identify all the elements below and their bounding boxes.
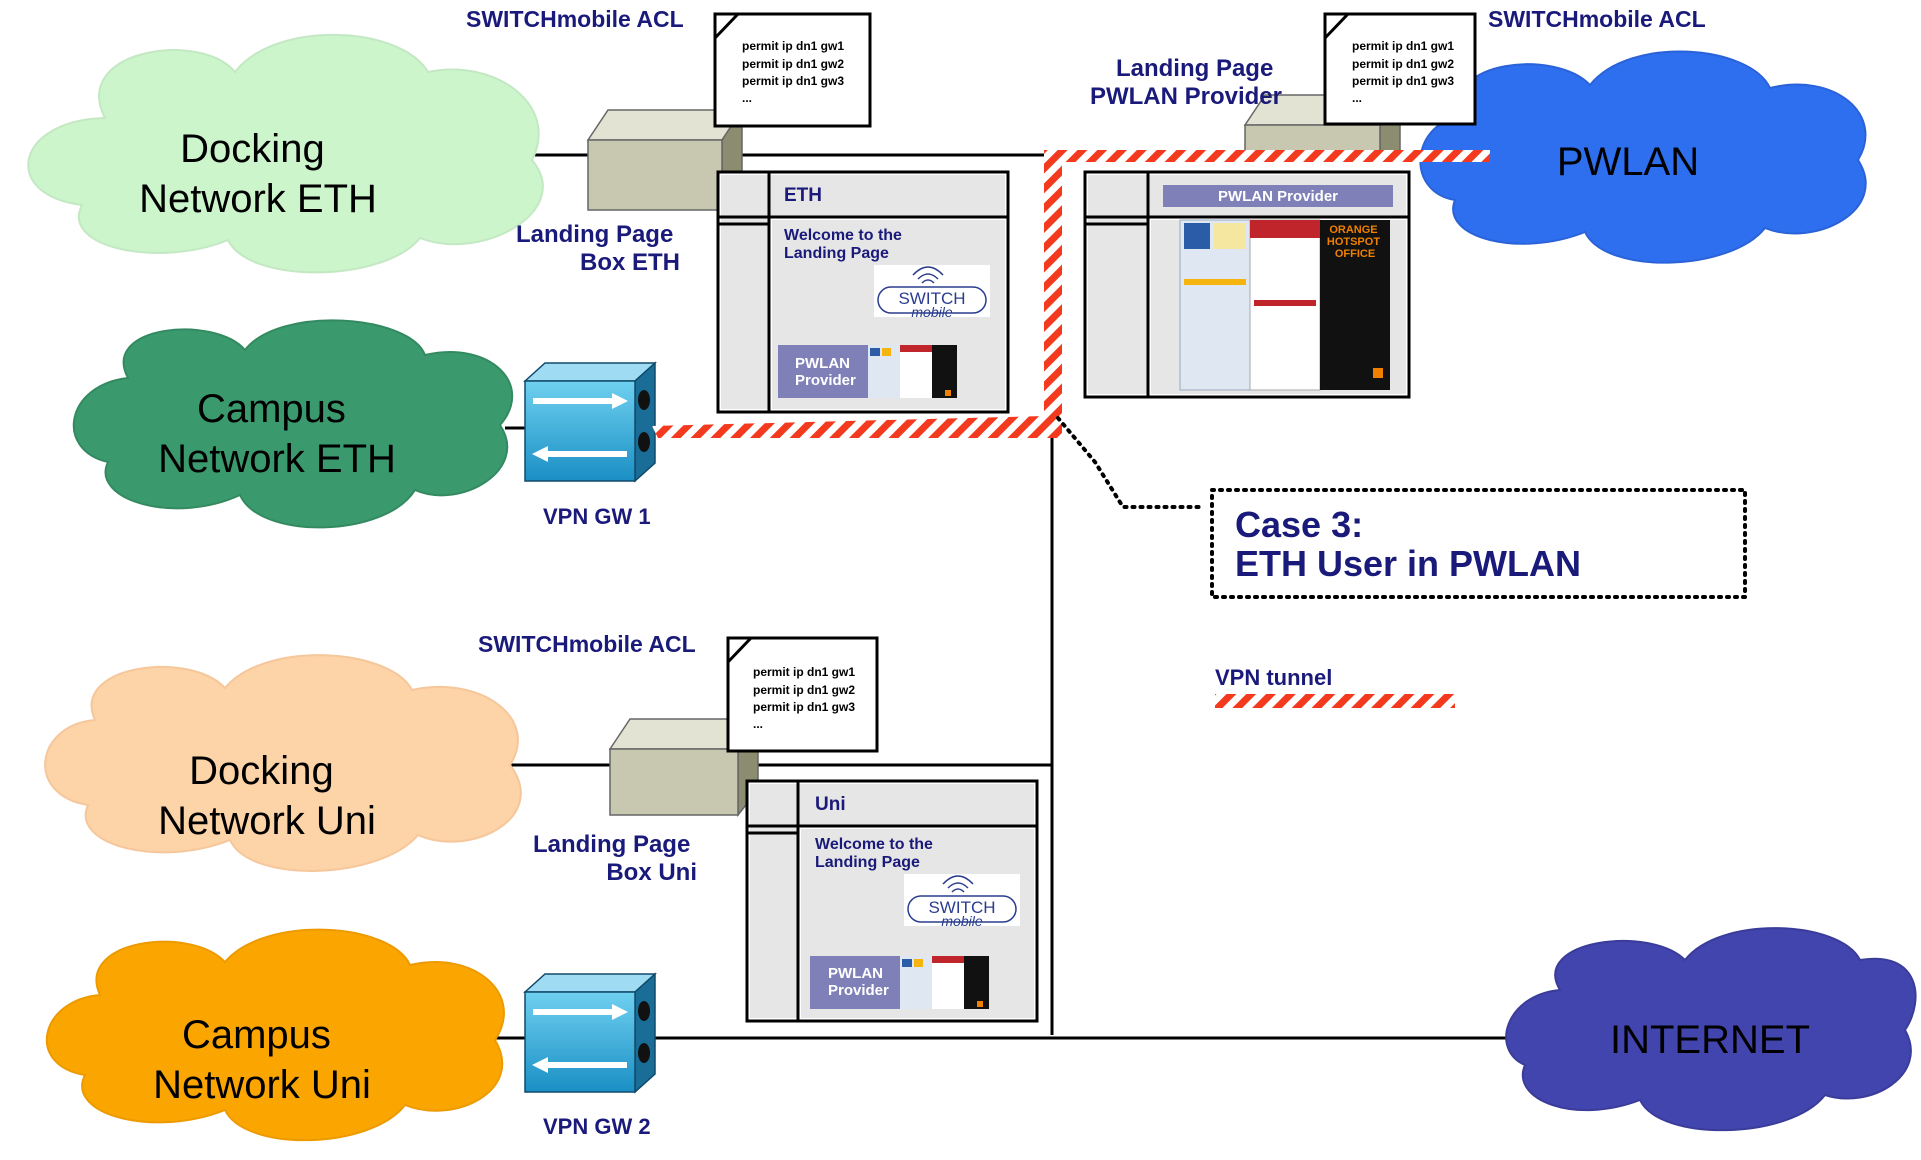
cloud-docking-uni: Docking Network Uni (44, 654, 522, 872)
landing-page-eth-title: ETH (784, 185, 822, 206)
acl-eth-lines: permit ip dn1 gw1 permit ip dn1 gw2 perm… (742, 39, 847, 105)
legend-vpn-tunnel-swatch (1215, 694, 1455, 708)
thumbnail-orange-text: ORANGE HOTSPOT OFFICE (1327, 224, 1383, 260)
provider-thumbnail-uni (900, 956, 989, 1009)
landing-page-box-eth (586, 107, 744, 213)
cloud-internet-label: INTERNET (1610, 1018, 1810, 1062)
cloud-campus-eth: Campus Network ETH (72, 319, 514, 529)
label-landing-box-eth: Landing Page Box ETH (516, 221, 680, 276)
acl-title-pwlan: SWITCHmobile ACL (1488, 6, 1706, 32)
cloud-pwlan: PWLAN (1419, 50, 1867, 264)
landing-page-uni-welcome: Welcome to the Landing Page (815, 836, 937, 871)
vpn-gw2-label: VPN GW 2 (543, 1114, 651, 1139)
cloud-docking-uni-label: Docking Network Uni (158, 749, 376, 843)
legend-vpn-tunnel-label: VPN tunnel (1215, 665, 1332, 690)
cloud-docking-eth-label: Docking Network ETH (139, 127, 377, 221)
vpn-gateway-2 (523, 972, 657, 1094)
acl-title-uni: SWITCHmobile ACL (478, 631, 696, 657)
provider-screenshot: ORANGE HOTSPOT OFFICE (1179, 219, 1390, 391)
acl-document-eth: permit ip dn1 gw1 permit ip dn1 gw2 perm… (713, 12, 872, 128)
acl-pwlan-lines: permit ip dn1 gw1 permit ip dn1 gw2 perm… (1352, 39, 1457, 105)
acl-document-pwlan: permit ip dn1 gw1 permit ip dn1 gw2 perm… (1323, 12, 1477, 126)
case-callout-text: Case 3: ETH User in PWLAN (1235, 504, 1581, 584)
switch-mobile-logo: SWITCH mobile (874, 265, 990, 320)
acl-title-eth: SWITCHmobile ACL (466, 6, 684, 32)
cloud-campus-uni-label: Campus Network Uni (153, 1013, 371, 1107)
provider-thumbnail-eth (868, 345, 957, 398)
vpn-gw1-label: VPN GW 1 (543, 504, 651, 529)
cloud-pwlan-label: PWLAN (1557, 140, 1699, 184)
landing-page-pwlan-title: PWLAN Provider (1218, 188, 1338, 205)
label-landing-pwlan: Landing Page PWLAN Provider (1090, 55, 1282, 110)
switch-logo-subtext: mobile (941, 913, 982, 929)
switch-logo-text: SWITCH (898, 289, 965, 308)
acl-uni-lines: permit ip dn1 gw1 permit ip dn1 gw2 perm… (753, 665, 858, 731)
acl-document-uni: permit ip dn1 gw1 permit ip dn1 gw2 perm… (726, 636, 879, 753)
cloud-campus-eth-label: Campus Network ETH (158, 387, 396, 481)
cloud-campus-uni: Campus Network Uni (45, 928, 505, 1142)
landing-page-pwlan: PWLAN Provider ORANGE HOTSPOT OFFICE (1083, 170, 1411, 399)
case-callout-leader (1056, 416, 1202, 509)
landing-page-uni-title: Uni (815, 794, 846, 815)
switch-logo-subtext: mobile (911, 304, 952, 320)
cloud-internet: INTERNET (1505, 927, 1917, 1132)
landing-page-eth: ETH Welcome to the Landing Page SWITCH m… (716, 170, 1010, 414)
landing-page-eth-provider-label: PWLAN Provider (795, 355, 856, 389)
cloud-docking-eth: Docking Network ETH (27, 33, 544, 274)
vpn-gateway-1 (523, 361, 657, 483)
label-landing-box-uni: Landing Page Box Uni (533, 831, 697, 886)
case-callout-box (1210, 488, 1747, 599)
landing-page-uni-provider-label: PWLAN Provider (828, 965, 889, 999)
switch-logo-text: SWITCH (928, 898, 995, 917)
landing-page-eth-welcome: Welcome to the Landing Page (784, 227, 906, 262)
landing-page-uni: Uni Welcome to the Landing Page SWITCH m… (745, 779, 1039, 1023)
vpn-tunnel-path (652, 150, 1490, 438)
switch-mobile-logo: SWITCH mobile (904, 874, 1020, 929)
